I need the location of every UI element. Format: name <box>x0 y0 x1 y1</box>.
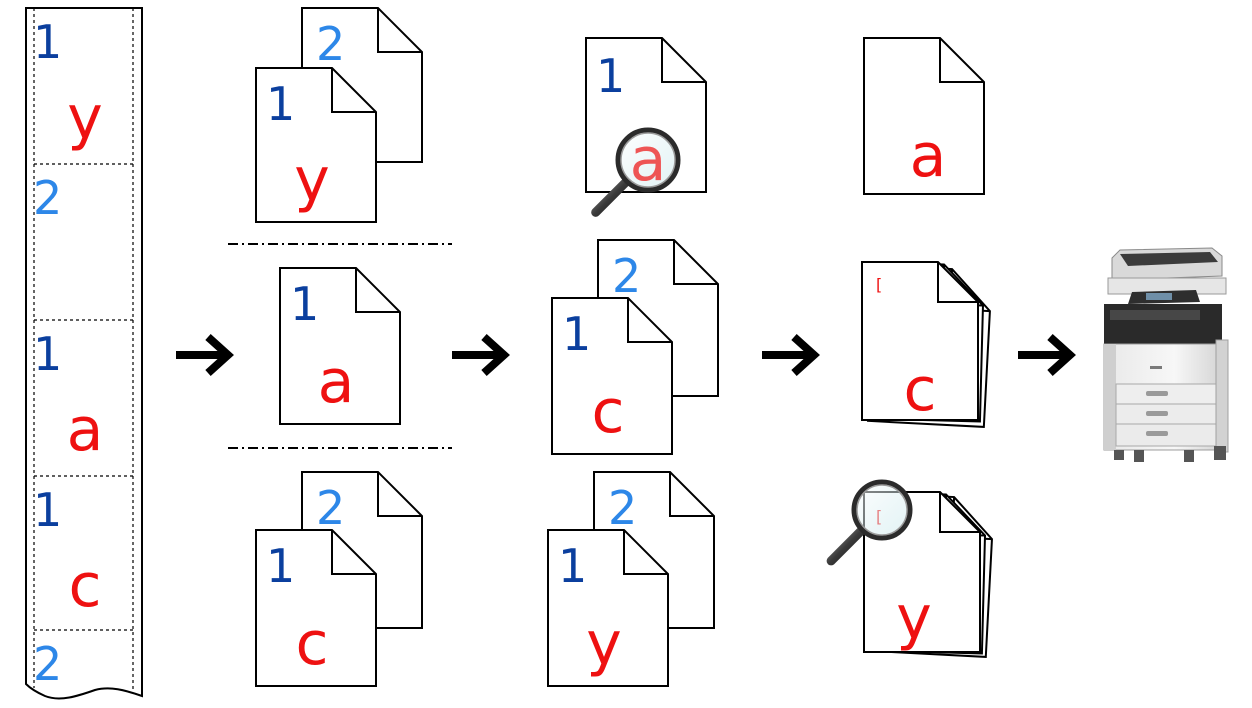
page-number: 2 <box>612 249 641 303</box>
page-icon <box>255 67 377 223</box>
content-letter: c <box>904 355 937 425</box>
output-document: [y <box>826 479 993 658</box>
page-number: 2 <box>316 17 345 71</box>
document-stack: 1a <box>279 267 401 425</box>
magnifier-icon <box>591 127 681 217</box>
stamp-mark: [ <box>876 275 882 294</box>
printer-icon <box>1103 247 1229 462</box>
page-icon <box>863 37 985 195</box>
page-icon <box>551 297 673 455</box>
strip-outline <box>25 7 143 700</box>
content-letter: y <box>294 145 330 215</box>
output-document: [c <box>861 261 991 428</box>
page-icon <box>255 529 377 687</box>
page-number: 1 <box>266 539 295 593</box>
page-number: 1 <box>266 77 295 131</box>
strip-page-number: 2 <box>33 637 62 691</box>
page-icon <box>861 261 979 421</box>
document-stack: 21c <box>551 239 719 455</box>
content-letter: c <box>592 377 625 447</box>
content-letter: y <box>586 609 622 679</box>
strip-content-letter: a <box>67 395 104 465</box>
magnifier-icon <box>826 479 913 566</box>
page-number: 2 <box>316 481 345 535</box>
strip-page-number: 1 <box>33 15 62 69</box>
strip-content-letter: y <box>67 83 103 153</box>
output-document: a <box>863 37 985 195</box>
page-icon <box>547 529 669 687</box>
content-letter: a <box>318 347 355 417</box>
content-letter: y <box>896 583 932 653</box>
page-number: 1 <box>290 277 319 331</box>
document-stack: 21 y <box>255 7 423 223</box>
page-number: 2 <box>608 481 637 535</box>
arrow-right-icon <box>1018 334 1076 376</box>
page-number: 1 <box>562 307 591 361</box>
arrow-right-icon <box>452 334 510 376</box>
strip-page-number: 1 <box>33 327 62 381</box>
strip-page-number: 2 <box>33 171 62 225</box>
document-stack: 21c <box>255 471 423 687</box>
page-number: 1 <box>558 539 587 593</box>
content-letter: a <box>910 121 947 191</box>
page-icon <box>279 267 401 425</box>
content-letter: c <box>296 609 329 679</box>
arrow-right-icon <box>762 334 820 376</box>
document-stack: 21 y <box>547 471 715 687</box>
strip-page-number: 1 <box>33 483 62 537</box>
document-stack: 1a <box>585 37 707 217</box>
arrow-right-icon <box>176 334 234 376</box>
page-number: 1 <box>596 49 625 103</box>
strip-content-letter: c <box>69 551 102 621</box>
output-documents-column: a[c[y <box>826 37 993 658</box>
magnified-letter: a <box>630 125 667 195</box>
